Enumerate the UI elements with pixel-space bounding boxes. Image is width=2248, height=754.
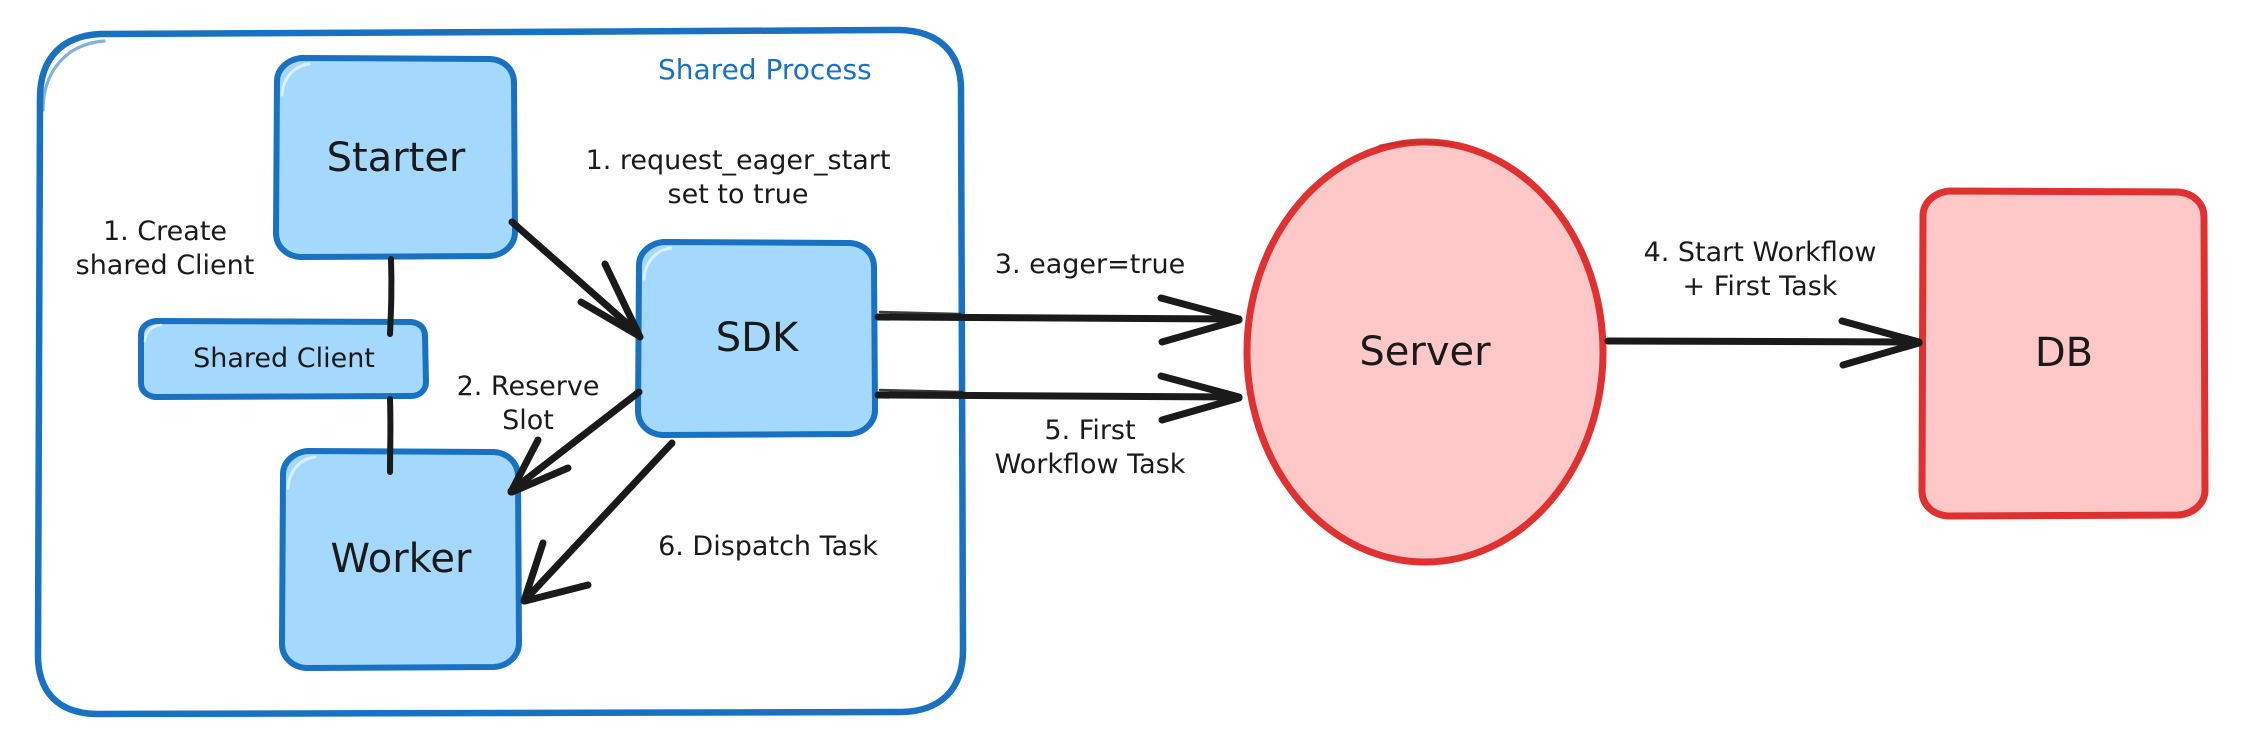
node-worker[interactable]	[279, 448, 522, 671]
edge-reserve-slot	[507, 388, 643, 496]
node-sdk[interactable]	[635, 239, 878, 438]
node-shared-client[interactable]	[138, 318, 429, 400]
edge-dispatch-task	[520, 439, 676, 605]
edge-request-eager-start	[508, 218, 644, 341]
edge-start-workflow-first-task	[1604, 317, 1923, 369]
edge-eager-true	[874, 294, 1243, 346]
node-server[interactable]	[1243, 138, 1607, 566]
edge-create-shared-client	[387, 256, 395, 337]
edge-first-workflow-task	[874, 372, 1243, 424]
node-db[interactable]	[1918, 187, 2209, 520]
shared-process-container[interactable]	[34, 26, 967, 718]
node-starter[interactable]	[273, 55, 518, 260]
